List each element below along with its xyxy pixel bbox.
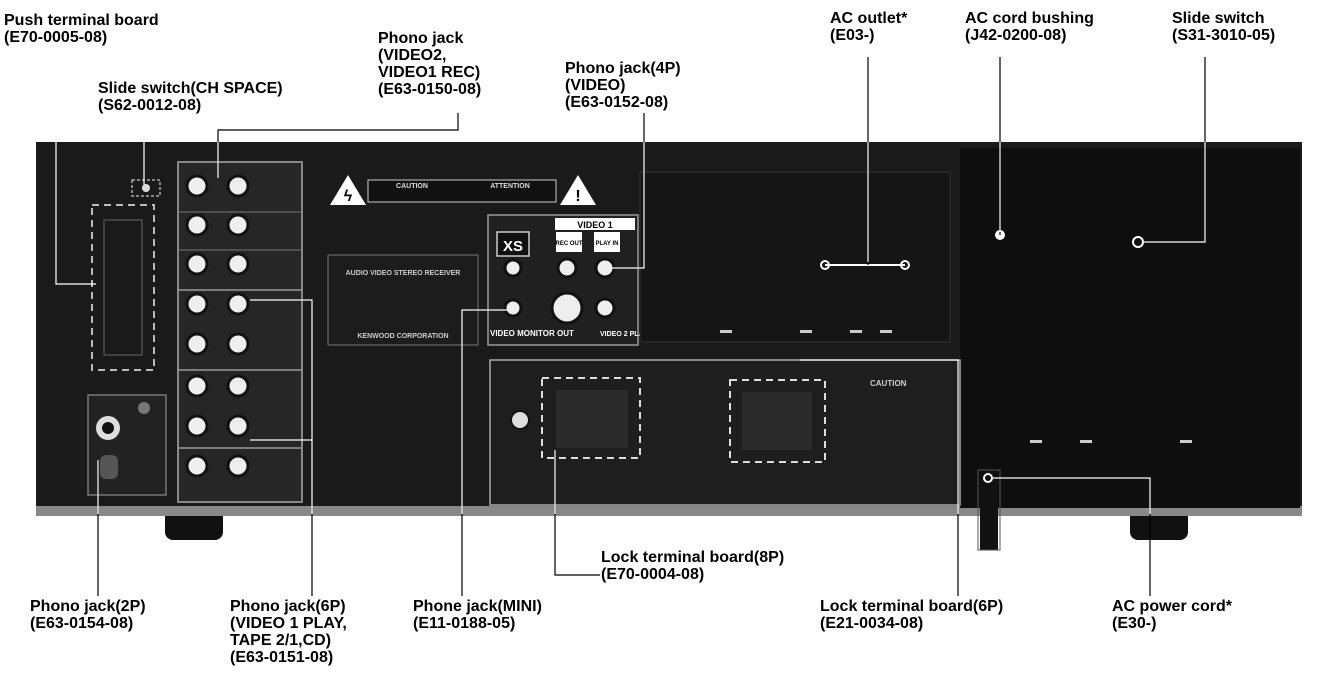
video-monitor-out-text: VIDEO MONITOR OUT xyxy=(490,329,574,338)
callout-line: Phono jack(4P) xyxy=(565,60,681,77)
callout-line: (E63-0151-08) xyxy=(230,649,334,666)
callout-line: (E63-0154-08) xyxy=(30,615,134,632)
callout-line: Phono jack(6P) xyxy=(230,598,346,615)
phono-jacks-column xyxy=(185,174,250,478)
video2-play-in-text: VIDEO 2 PLAY IN xyxy=(600,331,656,338)
ac-outlet-area xyxy=(639,171,951,343)
jack-column-panel xyxy=(177,161,303,503)
callout-push-terminal-board: Push terminal board (E70-0005-08) xyxy=(4,12,159,46)
callout-phono-jack-6p: Phono jack(6P) (VIDEO 1 PLAY, TAPE 2/1,C… xyxy=(230,598,347,666)
brand-text: KENWOOD CORPORATION xyxy=(357,333,448,340)
phono-2p-jack-inner xyxy=(102,422,114,434)
callout-line: (S62-0012-08) xyxy=(98,97,202,114)
video1-header xyxy=(555,218,635,230)
caution-plate xyxy=(367,179,557,203)
video-jacks xyxy=(503,257,616,325)
caution-right-text: ATTENTION xyxy=(490,183,530,190)
heatsink-area xyxy=(960,148,1300,508)
callout-line: (VIDEO) xyxy=(565,77,626,94)
callout-ac-outlet: AC outlet* (E03-) xyxy=(830,10,907,44)
callout-slide-switch: Slide switch (S31-3010-05) xyxy=(1172,10,1275,44)
callout-line: Lock terminal board(6P) xyxy=(820,598,1004,615)
callout-line: Phone jack(MINI) xyxy=(413,598,542,615)
callout-line: Push terminal board xyxy=(4,12,159,29)
caution-small-text: CAUTION xyxy=(870,379,907,388)
callout-line: (E30-) xyxy=(1112,615,1157,632)
xs-tag xyxy=(496,231,530,257)
power-cord-outline xyxy=(977,469,1001,551)
xs-text: XS xyxy=(503,238,523,255)
panel-small-marks xyxy=(720,330,1192,443)
rec-out-text: REC OUT xyxy=(556,241,583,247)
ac-outlet-dot-right xyxy=(900,260,910,270)
mini-jack xyxy=(510,410,530,430)
phono-2p-plate xyxy=(87,394,167,496)
callout-line: (E70-0004-08) xyxy=(601,566,705,583)
lock-terminal-6p-body xyxy=(742,392,812,450)
lock-terminal-8p-body xyxy=(556,390,628,448)
callout-line: Phono jack(2P) xyxy=(30,598,146,615)
callout-line: (J42-0200-08) xyxy=(965,27,1067,44)
callout-ac-cord-bushing: AC cord bushing (J42-0200-08) xyxy=(965,10,1094,44)
push-terminal-inner xyxy=(103,219,143,356)
callout-line: AC power cord* xyxy=(1112,598,1233,615)
callout-line: TAPE 2/1,CD) xyxy=(230,632,332,649)
callout-line: AC cord bushing xyxy=(965,10,1094,27)
callout-line: (E63-0152-08) xyxy=(565,94,669,111)
callout-lock-terminal-board-8p: Lock terminal board(8P) (E70-0004-08) xyxy=(601,549,784,583)
callout-phono-jack-video2: Phono jack (VIDEO2, VIDEO1 REC) (E63-015… xyxy=(378,30,481,98)
callout-line: (E63-0150-08) xyxy=(378,81,482,98)
callout-line: (E70-0005-08) xyxy=(4,29,108,46)
callout-line: (S31-3010-05) xyxy=(1172,27,1276,44)
phono-2p-screw xyxy=(138,402,150,414)
callout-phono-jack-4p: Phono jack(4P) (VIDEO) (E63-0152-08) xyxy=(565,60,681,111)
callout-line: VIDEO1 REC) xyxy=(378,64,481,81)
leader-lines-on-chassis xyxy=(97,142,1206,514)
callout-line: (VIDEO2, xyxy=(378,47,447,64)
lock-terminal-6p-outline xyxy=(729,379,826,463)
callout-line: (VIDEO 1 PLAY, xyxy=(230,615,347,632)
callout-line: (E11-0188-05) xyxy=(413,615,516,632)
callout-line: AC outlet* xyxy=(830,10,908,27)
ac-outlet-dot-left xyxy=(820,260,830,270)
callout-line: Slide switch(CH SPACE) xyxy=(98,80,283,97)
callout-ac-power-cord: AC power cord* (E30-) xyxy=(1112,598,1232,632)
callout-line: Slide switch xyxy=(1172,10,1265,27)
chassis-bottom-edge xyxy=(36,506,1302,516)
callout-line: (E21-0034-08) xyxy=(820,615,924,632)
callout-line: Lock terminal board(8P) xyxy=(601,549,785,566)
phono-2p-jack-lower xyxy=(100,455,118,479)
svg-text:ϟ: ϟ xyxy=(344,188,353,205)
svg-text:!: ! xyxy=(575,188,580,205)
video1-text: VIDEO 1 xyxy=(577,220,613,230)
callout-phone-jack-mini: Phone jack(MINI) (E11-0188-05) xyxy=(413,598,542,632)
play-in-tag xyxy=(594,232,620,252)
warning-triangle-right xyxy=(560,175,596,205)
callout-line: Phono jack xyxy=(378,30,464,47)
callout-phono-jack-2p: Phono jack(2P) (E63-0154-08) xyxy=(30,598,146,632)
callout-lock-terminal-board-6p: Lock terminal board(6P) (E21-0034-08) xyxy=(820,598,1003,632)
caution-left-text: CAUTION xyxy=(396,183,428,190)
model-plate xyxy=(327,254,479,346)
lock-terminal-8p-outline xyxy=(541,377,641,459)
push-terminal-board-outline xyxy=(91,204,155,371)
model-text: AUDIO VIDEO STEREO RECEIVER xyxy=(346,270,461,277)
power-cord xyxy=(980,470,998,550)
callout-slide-switch-ch-space: Slide switch(CH SPACE) (S62-0012-08) xyxy=(98,80,283,114)
ch-space-switch-dot xyxy=(142,184,150,192)
ch-space-switch-body xyxy=(131,179,161,197)
warning-triangle-left xyxy=(330,175,366,205)
rec-out-tag xyxy=(556,232,582,252)
callout-line: (E03-) xyxy=(830,27,875,44)
play-in-text: PLAY IN xyxy=(595,241,618,247)
